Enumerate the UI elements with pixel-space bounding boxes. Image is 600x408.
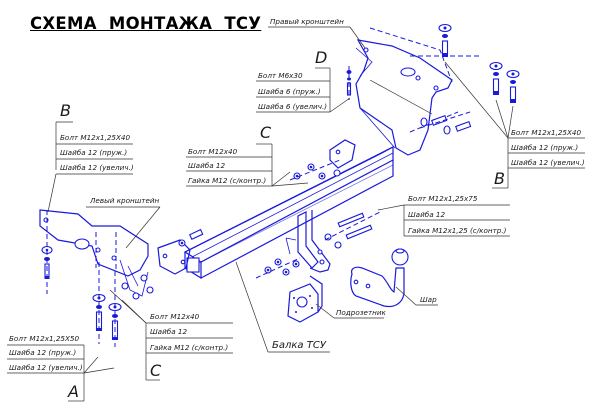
hitch-item-1: Болт М12х1,25х75 [408, 194, 478, 203]
callout-b-left: B Болт М12х1,25Х40 Шайба 12 (пруж.) Шайб… [47, 101, 134, 213]
callout-b-right: Болт М12х1,25Х40 Шайба 12 (пруж.) Шайба … [444, 61, 585, 189]
diagram-title: СХЕМА МОНТАЖА ТСУ [30, 14, 262, 33]
label-socket-plate: Подрозетник [315, 303, 387, 319]
a-item-1: Болт М12х1,25Х50 [9, 334, 79, 343]
d-item-3: Шайба 6 (увелич.) [258, 102, 327, 111]
right-bracket-drawing [355, 27, 480, 156]
c-top-item-3: Гайка М12 (с/контр.) [188, 176, 266, 185]
tow-ball-drawing [350, 248, 409, 308]
right-bracket-vertical-bolts [438, 23, 520, 103]
d-group-bolt [346, 66, 352, 100]
hitch-beam-drawing [157, 139, 394, 280]
label-left-bracket: Левый кронштейн [86, 196, 161, 249]
socket-plate-drawing [287, 275, 323, 323]
left-bracket-label: Левый кронштейн [89, 196, 160, 205]
callout-letter-c-top: C [260, 123, 272, 142]
callout-letter-b-left: B [60, 101, 71, 120]
c-bottom-item-2: Шайба 12 [150, 327, 187, 336]
hitch-item-2: Шайба 12 [408, 210, 445, 219]
d-item-1: Болт М6х30 [258, 71, 303, 80]
c-bottom-item-3: Гайка М12 (с/контр.) [150, 343, 228, 352]
label-right-bracket: Правый кронштейн [268, 17, 366, 49]
b-left-item-1: Болт М12х1,25Х40 [60, 133, 130, 142]
callout-c-top: C Болт М12х40 Шайба 12 Гайка М12 (с/конт… [186, 123, 309, 187]
a-item-2: Шайба 12 (пруж.) [9, 348, 76, 357]
callout-letter-c-bottom: C [150, 361, 162, 380]
b-right-item-1: Болт М12х1,25Х40 [511, 128, 581, 137]
hitch-item-3: Гайка М12х1,25 (с/контр.) [408, 226, 507, 235]
c-top-item-1: Болт М12х40 [188, 147, 238, 156]
beam-fasteners [178, 159, 381, 279]
callout-c-bottom: Болт М12х40 Шайба 12 Гайка М12 (с/контр.… [109, 289, 233, 381]
callout-hitch-bolts: Болт М12х1,25х75 Шайба 12 Гайка М12х1,25… [377, 194, 510, 237]
right-bracket-side-bolts [419, 111, 472, 135]
callout-d: D Болт М6х30 Шайба 6 (пруж.) Шайба 6 (ув… [256, 48, 351, 113]
label-ball: Шар [395, 286, 438, 306]
callout-letter-d: D [315, 48, 327, 67]
c-top-item-2: Шайба 12 [188, 161, 225, 170]
b-left-item-3: Шайба 12 (увелич.) [60, 163, 134, 172]
socket-plate-label: Подрозетник [336, 308, 387, 317]
left-bracket-drawing [39, 209, 149, 297]
left-bracket-fasteners [41, 210, 154, 347]
right-bracket-label: Правый кронштейн [270, 17, 344, 26]
beam-label: Балка ТСУ [272, 340, 327, 351]
b-left-item-2: Шайба 12 (пруж.) [60, 148, 127, 157]
callout-a: Болт М12х1,25Х50 Шайба 12 (пруж.) Шайба … [7, 334, 115, 402]
c-bottom-item-1: Болт М12х40 [150, 312, 200, 321]
d-item-2: Шайба 6 (пруж.) [258, 87, 321, 96]
ball-label: Шар [420, 295, 437, 304]
callout-letter-a: A [67, 382, 79, 401]
a-item-3: Шайба 12 (увелич.) [9, 363, 83, 372]
callout-letter-b-right: B [494, 169, 505, 188]
label-beam: Балка ТСУ [235, 261, 330, 353]
b-right-item-2: Шайба 12 (пруж.) [511, 143, 578, 152]
b-right-item-3: Шайба 12 (увелич.) [511, 158, 585, 167]
